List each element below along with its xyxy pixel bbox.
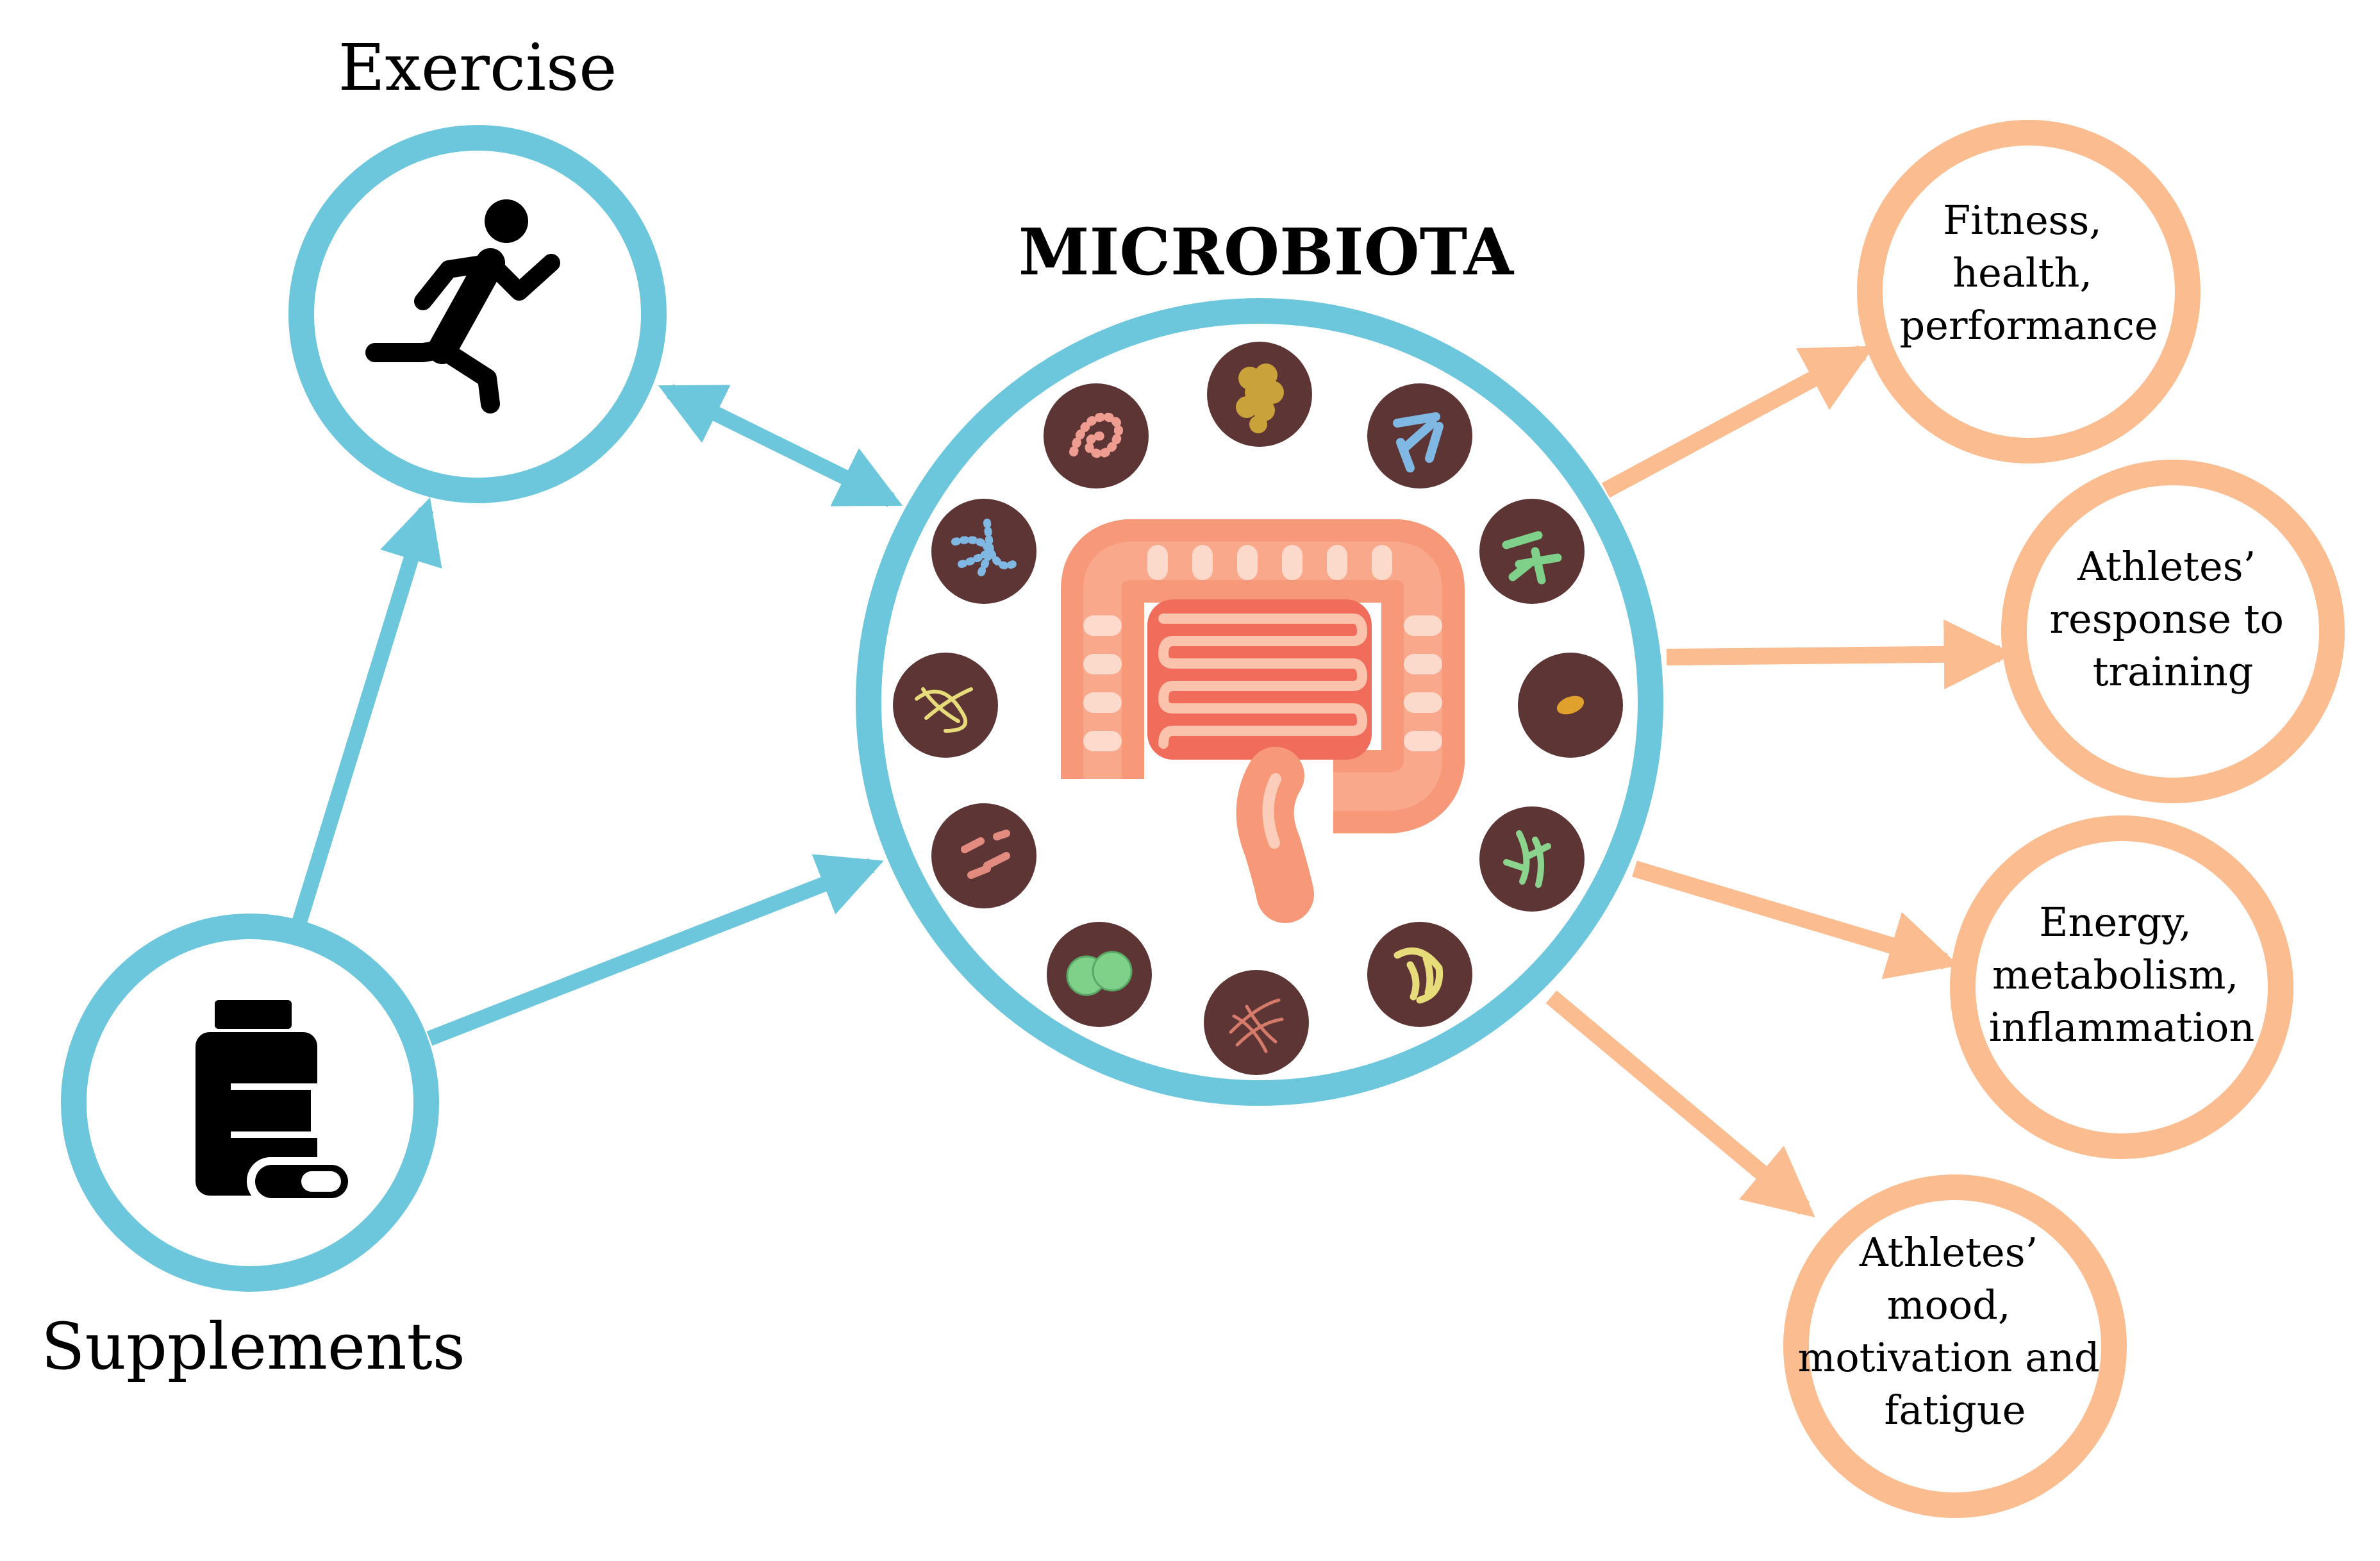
outcome-line: inflammation <box>1989 1004 2255 1051</box>
arrow-to-energy <box>1632 860 1959 980</box>
intestine-icon <box>1061 519 1465 923</box>
bacteria-icon <box>1047 922 1152 1027</box>
bacteria-icon <box>1479 806 1585 912</box>
outcome-line: performance <box>1899 302 2158 349</box>
outcome-line: health, <box>1952 249 2092 296</box>
svg-text:Athletes’ mood, mo: Athletes’ mood, motivation and fatigue <box>1798 1229 2113 1433</box>
microbiota-title: MICROBIOTA <box>1019 214 1515 290</box>
arrow-to-response <box>1666 619 2014 690</box>
outcome-line: Fitness, <box>1943 197 2102 244</box>
running-person-icon <box>365 199 560 413</box>
outcome-fitness-node: Fitness, health, performance <box>1857 120 2201 463</box>
microbe-ring <box>893 342 1623 1075</box>
exercise-label: Exercise <box>338 30 617 105</box>
outcome-response-node: Athletes’ response to training <box>2001 460 2345 803</box>
outcome-line: metabolism, <box>1992 951 2238 998</box>
arrow-to-mood <box>1545 990 1815 1218</box>
outcome-line: motivation and <box>1798 1334 2100 1381</box>
outcome-line: Athletes’ <box>2077 543 2256 590</box>
bacteria-icon <box>1044 383 1149 488</box>
supplements-exercise-arrow <box>290 497 442 929</box>
pill-bottle-icon <box>196 1000 356 1205</box>
bacteria-icon <box>1479 499 1585 604</box>
outcome-line: training <box>2093 648 2254 695</box>
outcome-line: fatigue <box>1885 1387 2026 1433</box>
outcome-line: Energy, <box>2039 899 2192 946</box>
bacteria-icon <box>1207 342 1312 447</box>
svg-text:Athletes’ response to: Athletes’ response to training <box>2049 543 2296 695</box>
outcome-mood-node: Athletes’ mood, motivation and fatigue <box>1783 1174 2127 1518</box>
outcome-line: mood, <box>1887 1281 2011 1328</box>
bacteria-icon <box>1367 383 1472 488</box>
supplements-node: Supplements <box>41 914 465 1384</box>
microbiota-node: MICROBIOTA <box>856 214 1663 1106</box>
supplements-microbiota-arrow <box>426 854 884 1046</box>
bacteria-icon <box>931 499 1036 604</box>
exercise-node: Exercise <box>288 30 667 503</box>
bacteria-icon <box>893 653 998 758</box>
svg-text:Energy, metabolism,: Energy, metabolism, inflammation <box>1989 899 2255 1051</box>
svg-text:Fitness, health, p: Fitness, health, performance <box>1899 197 2158 349</box>
bacteria-icon <box>1204 970 1309 1075</box>
exercise-microbiota-arrow <box>658 384 903 507</box>
arrow-to-fitness <box>1601 345 1875 498</box>
outcome-line: response to <box>2049 596 2284 642</box>
outcome-line: Athletes’ <box>1859 1229 2038 1276</box>
bacteria-icon <box>1367 922 1472 1027</box>
bacteria-icon <box>931 803 1036 908</box>
outcome-energy-node: Energy, metabolism, inflammation <box>1950 815 2293 1159</box>
bacteria-icon <box>1518 653 1623 758</box>
supplements-label: Supplements <box>41 1309 465 1384</box>
